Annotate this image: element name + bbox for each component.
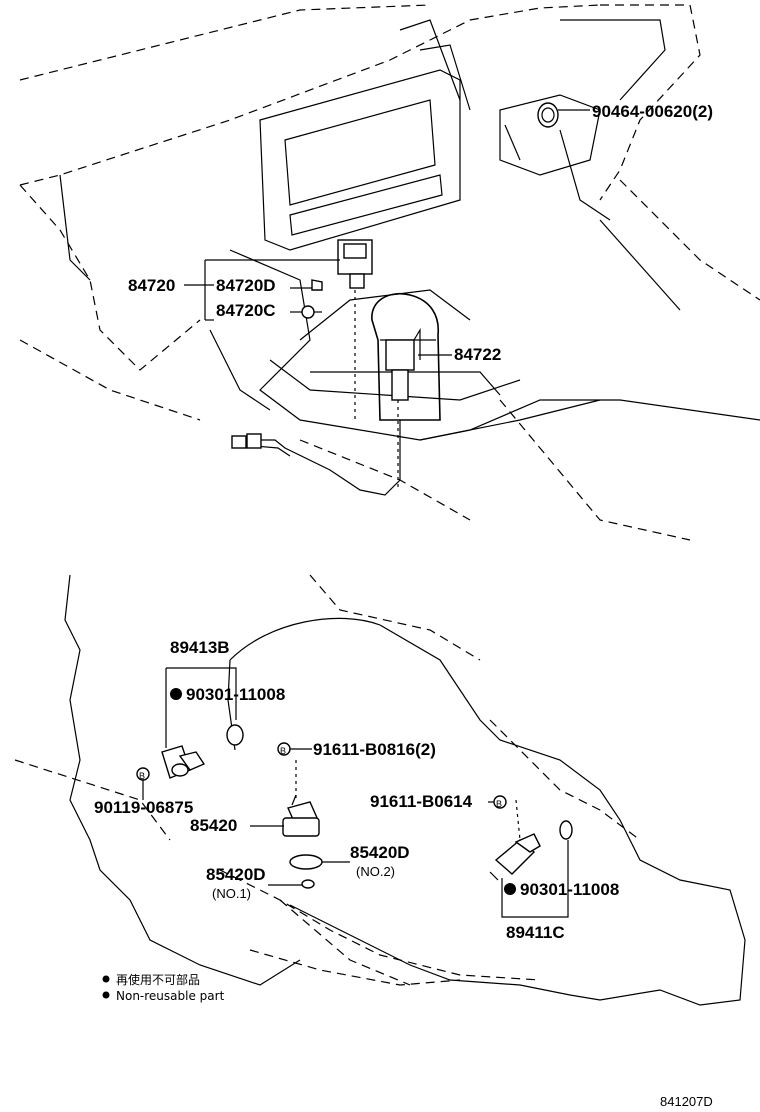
callout-90301-11008-b: 90301-11008 [520,880,619,899]
switch-84722-part [385,327,421,490]
callout-84720D: 84720D [216,276,276,295]
callout-91611-B0816: 91611-B0816(2) [313,740,436,759]
callout-90119-06875: 90119-06875 [94,798,193,817]
sensor-89411C-part: B [489,795,573,881]
body-floor-illustration [14,574,746,1006]
callout-90301-11008-a: 90301-11008 [186,685,285,704]
figure-code: 841207D [660,1094,713,1109]
note-no2: (NO.2) [356,864,395,879]
non-reusable-dot-icon [170,688,182,700]
non-reusable-dot-icon [504,883,516,895]
legend-non-reusable-en: Non-reusable part [116,989,225,1003]
callout-85420: 85420 [190,816,237,835]
svg-text:B: B [496,799,502,809]
callout-89413B: 89413B [170,638,230,657]
callout-89411C: 89411C [506,923,565,942]
clip-90464-part [537,102,559,128]
callout-85420D-no2: 85420D [350,843,410,862]
instrument-panel-illustration [19,4,760,541]
sensor-89413B-part: B [136,724,244,781]
legend: 再使用不可部品 Non-reusable part [102,972,225,1003]
callout-84720: 84720 [128,276,175,295]
legend-dot-icon [102,975,110,983]
callout-91611-B0614: 91611-B0614 [370,792,473,811]
callout-85420D-no1: 85420D [206,865,266,884]
legend-dot-icon [102,991,110,999]
legend-non-reusable-jp: 再使用不可部品 [116,972,200,987]
svg-text:B: B [139,771,145,781]
svg-text:B: B [280,746,286,756]
sensor-85420-part: B [277,742,323,889]
callout-90464-00620: 90464-00620(2) [592,102,713,121]
note-no1: (NO.1) [212,886,251,901]
callout-84720C: 84720C [216,301,276,320]
switch-84720D-part [301,239,373,420]
callout-84722: 84722 [454,345,501,364]
